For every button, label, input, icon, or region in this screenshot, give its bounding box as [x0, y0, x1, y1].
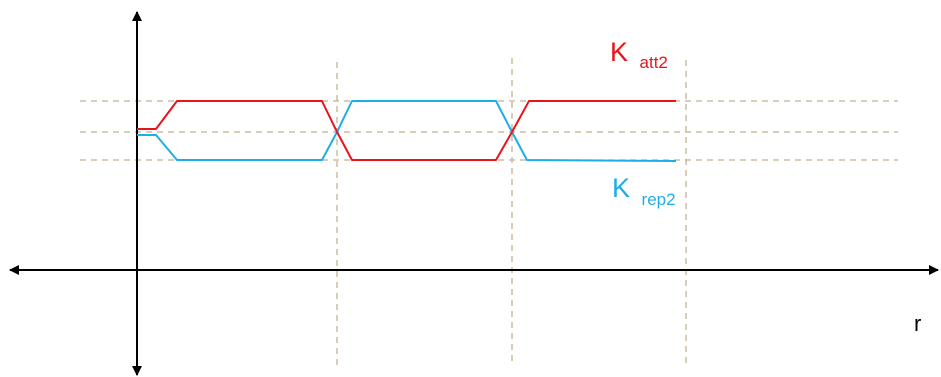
label-k-att2: K att2 [610, 37, 668, 72]
label-k-rep2-main: K [612, 173, 630, 203]
vertical-guides [336, 58, 687, 365]
curve-k-rep2 [137, 100, 677, 162]
axes [9, 11, 939, 376]
curve-k-att2 [137, 100, 676, 161]
label-k-rep2-sub: rep2 [642, 190, 676, 209]
label-k-att2-sub: att2 [640, 53, 668, 72]
label-k-att2-main: K [610, 37, 628, 67]
horizontal-guides [80, 100, 898, 161]
label-k-rep2: K rep2 [612, 173, 676, 209]
x-axis-label: r [914, 311, 921, 336]
